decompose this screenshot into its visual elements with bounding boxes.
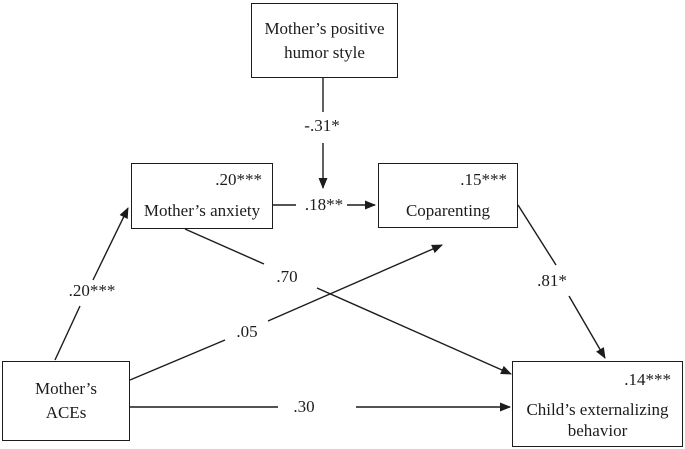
coparenting-to-child-arrow <box>568 295 606 359</box>
path-coefficient-aces-coparenting: .05 <box>234 322 260 342</box>
node-label: Coparenting <box>405 201 491 221</box>
path-coefficient-anxiety-child: .70 <box>274 267 300 287</box>
aces-to-coparenting-arrow <box>267 244 443 322</box>
r-squared-value: .20*** <box>215 170 262 189</box>
node-label: Mother’s ACEs <box>34 379 97 422</box>
node-mothers-anxiety: .20*** Mother’s anxiety <box>131 163 273 229</box>
node-label: Mother’s positive humor style <box>264 18 385 62</box>
coparenting-to-child-line <box>517 204 557 266</box>
node-childs-externalizing-behavior: .14*** Child’s externalizing behavior <box>512 361 683 447</box>
node-coparenting: .15*** Coparenting <box>378 163 518 228</box>
r-squared-value: .15*** <box>460 170 507 189</box>
path-coefficient-aces-anxiety: .20*** <box>66 281 118 301</box>
path-coefficient-aces-child: .30 <box>291 397 317 417</box>
aces-to-anxiety-line <box>54 305 81 361</box>
path-coefficient-coparenting-child: .81* <box>535 271 569 291</box>
node-mothers-positive-humor-style: Mother’s positive humor style <box>251 3 398 78</box>
path-coefficient-anxiety-coparenting: .18** <box>302 195 346 215</box>
path-coefficient-humor-moderation: -.31* <box>302 116 342 136</box>
anxiety-to-child-arrow <box>316 287 512 375</box>
node-mothers-aces: Mother’s ACEs <box>2 361 130 441</box>
node-label: Mother’s anxiety <box>143 201 261 221</box>
aces-to-coparenting-line <box>129 339 226 381</box>
r-squared-value: .14*** <box>624 370 671 389</box>
node-label: Child’s externalizing behavior <box>526 400 669 441</box>
anxiety-to-child-line <box>184 228 265 265</box>
aces-to-anxiety-arrow <box>92 207 129 281</box>
